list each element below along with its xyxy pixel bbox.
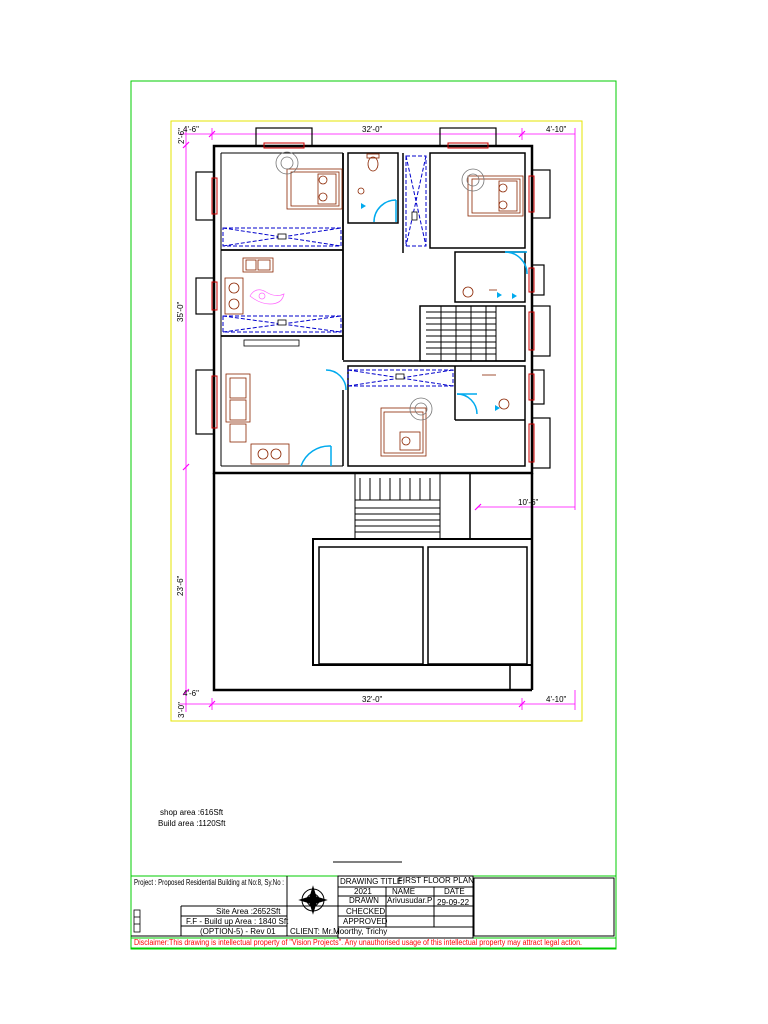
client-name: CLIENT: Mr.Moorthy, Trichy: [290, 927, 387, 936]
date-header: DATE: [444, 887, 465, 896]
shop-area-note: shop area :616Sft: [160, 808, 224, 817]
dim-bottom-edge: 3'-0": [177, 702, 186, 718]
dim-top-left: 4'-6": [183, 125, 199, 134]
dim-top-edge: 2'-6": [177, 128, 186, 144]
site-area: Site Area :2652Sft: [216, 907, 281, 916]
beams: [222, 155, 454, 387]
doors: [300, 199, 528, 467]
year: 2021: [354, 887, 372, 896]
dim-top-main: 32'-0": [362, 125, 383, 134]
sheet-grid-icon: [133, 909, 141, 933]
dim-bottom-main: 32'-0": [362, 695, 383, 704]
name-header: NAME: [392, 887, 415, 896]
windows: [195, 127, 551, 469]
drawn-label: DRAWN: [349, 896, 379, 905]
disclaimer: Disclaimer:This drawing is intellectual …: [134, 938, 582, 947]
checked-label: CHECKED: [346, 907, 385, 916]
dim-bottom-right: 4'-10": [546, 695, 567, 704]
dim-top-right: 4'-10": [546, 125, 567, 134]
option-rev: (OPTION-5) - Rev 01: [200, 927, 276, 936]
buildup-area: F.F - Build up Area : 1840 Sft: [186, 917, 289, 926]
furniture: [224, 151, 524, 465]
drawing-title: FIRST FLOOR PLAN: [398, 876, 474, 885]
plot-boundary: [170, 120, 583, 722]
plan-sketch: [249, 289, 285, 305]
dim-right-mid: 10'-6": [518, 498, 539, 507]
drawn-name: Arivusudar.P: [387, 896, 432, 905]
dim-left-lower: 23'-6": [176, 575, 185, 596]
dim-bottom-left: 4'-6": [183, 689, 199, 698]
drawing-title-label: DRAWING TITLE:: [340, 877, 404, 886]
stair-treads: [355, 306, 497, 533]
door-arrows: [361, 203, 517, 411]
dimension-ticks: [182, 130, 526, 708]
title-block-grid: [131, 875, 615, 939]
sheet-border: [130, 80, 617, 950]
compass-logo-icon: [298, 885, 328, 915]
beam-markers: [277, 211, 418, 380]
project-line: Project : Proposed Residential Building …: [134, 878, 284, 887]
drawn-date: 29-09-22: [437, 898, 470, 907]
dim-left-upper: 35'-0": [176, 301, 185, 322]
approved-label: APPROVED: [343, 917, 388, 926]
build-area-note: Build area :1120Sft: [158, 819, 226, 828]
